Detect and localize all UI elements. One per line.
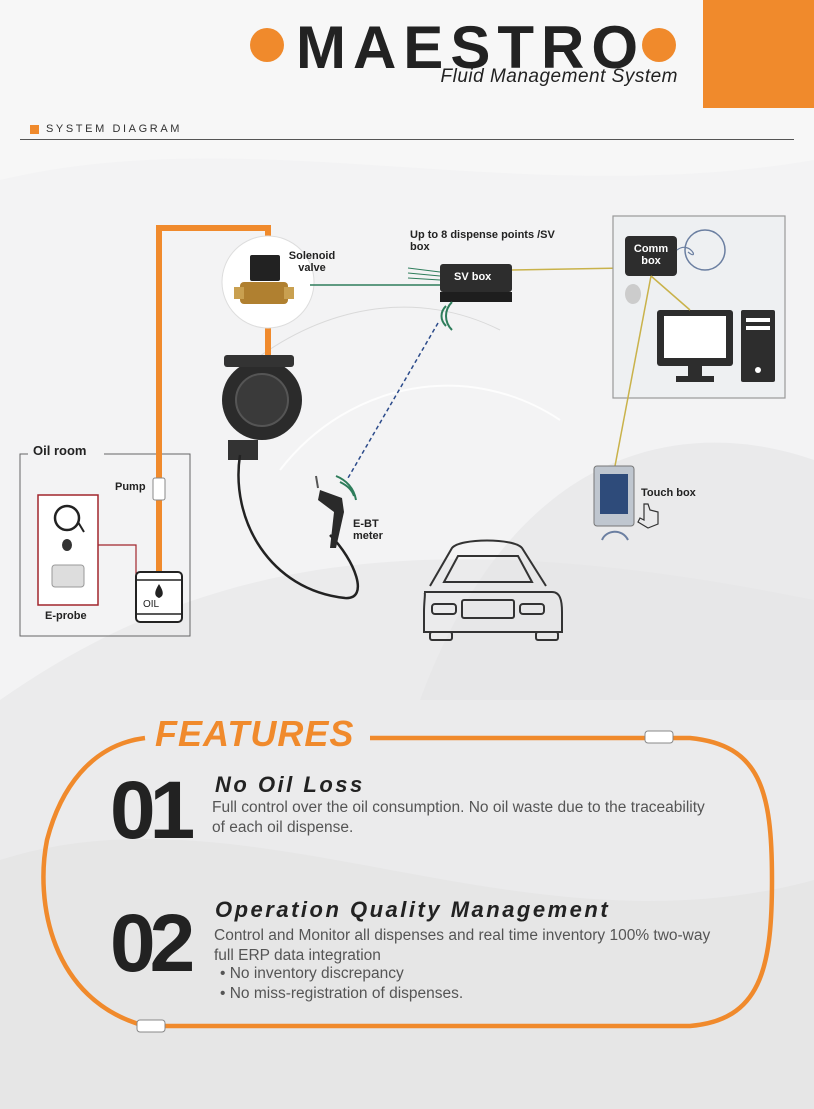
sv-box-icon	[440, 264, 512, 292]
oil-room-box	[19, 453, 191, 637]
cable-coil-icon	[53, 504, 81, 532]
comm-cable-icon	[684, 229, 726, 271]
feature-2-bullet-2: • No miss-registration of dispenses.	[220, 985, 464, 1002]
feature-1-text: Full control over the oil consumption. N…	[212, 799, 705, 836]
comm-box-label: Comm box	[633, 243, 669, 267]
hand-tap-icon	[637, 503, 659, 529]
car-icon	[423, 539, 563, 641]
features-frame	[41, 730, 775, 1033]
comm-touch-line	[614, 275, 652, 467]
meter-wireless-icon	[339, 481, 355, 497]
e-bt-meter-label: E-BT meter	[353, 518, 383, 542]
wireless-link	[347, 322, 439, 479]
dispense-points-label: Up to 8 dispense points /SV box	[410, 229, 555, 253]
oil-room-label: Oil room	[33, 443, 87, 458]
logo-dot-left	[250, 28, 284, 62]
wireless-icon	[440, 305, 447, 327]
feature-1-number: 01	[110, 765, 195, 856]
sv-box-label: SV box	[454, 271, 492, 283]
solenoid-valve-icon	[250, 255, 280, 281]
section-marker	[30, 125, 39, 134]
features-title: FEATURES	[155, 713, 355, 754]
solenoid-valve-label: Solenoid valve	[288, 250, 336, 274]
oil-drop-icon	[155, 584, 163, 598]
e-bt-meter-icon	[318, 490, 344, 548]
logo-dot-right	[642, 28, 676, 62]
section-title: SYSTEM DIAGRAM	[46, 123, 183, 135]
pump-icon	[152, 477, 166, 501]
feature-2-bullet-1: • No inventory discrepancy	[220, 965, 404, 982]
brand-logo: MAESTRO Fluid Management System	[250, 10, 680, 90]
oil-label: OIL	[143, 599, 160, 610]
hose	[237, 454, 360, 600]
feature-2-title: Operation Quality Management	[215, 897, 611, 922]
header-orange-tab	[703, 0, 814, 108]
probe-module-icon	[51, 564, 85, 588]
touch-box-label: Touch box	[641, 487, 696, 499]
mouse-icon	[625, 284, 641, 304]
feature-2-number: 02	[110, 898, 195, 989]
e-probe-wire	[98, 544, 137, 578]
section-divider	[20, 139, 794, 140]
comm-box-icon	[625, 236, 677, 276]
e-probe-label: E-probe	[45, 610, 87, 622]
system-diagram	[19, 215, 786, 641]
brand-name: MAESTRO	[296, 14, 645, 81]
pump-label: Pump	[115, 481, 146, 493]
sensor-icon	[62, 539, 72, 551]
feature-2-text: Control and Monitor all dispenses and re…	[214, 927, 711, 964]
feature-1-title: No Oil Loss	[215, 772, 365, 797]
brand-subtitle: Fluid Management System	[440, 66, 678, 87]
sv-comm-line	[511, 267, 626, 271]
